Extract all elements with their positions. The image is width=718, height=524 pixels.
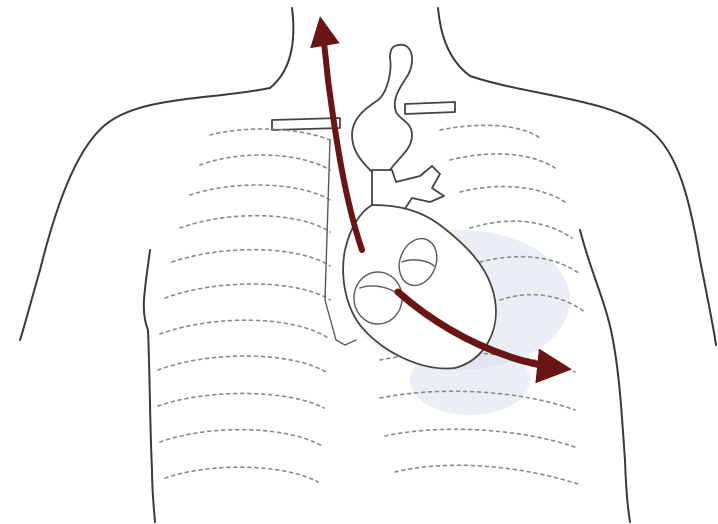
heart — [343, 45, 496, 369]
